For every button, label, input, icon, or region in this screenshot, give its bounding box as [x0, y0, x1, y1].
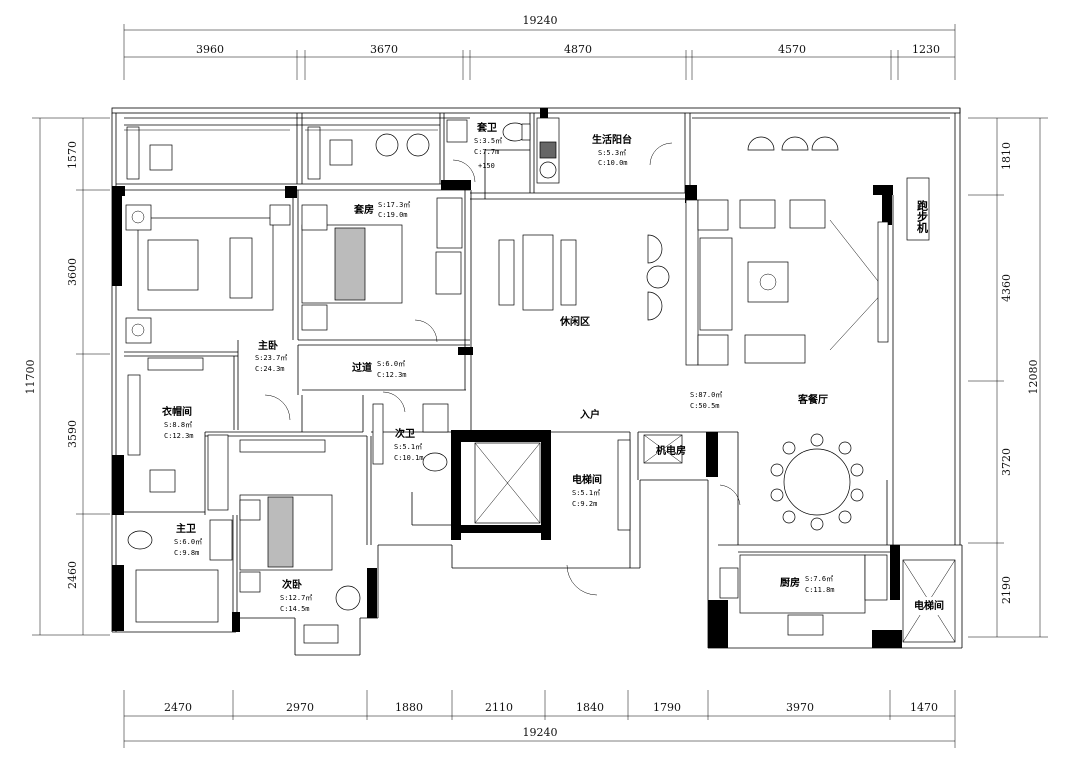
dim-bottom-2: 2970: [286, 701, 314, 714]
door-swings: [264, 142, 741, 596]
room-perimeter: C:9.8m: [174, 549, 199, 557]
wall-columns: [112, 108, 902, 648]
room-name: 生活阳台: [592, 133, 632, 146]
dim-bottom-8: 1470: [910, 701, 938, 714]
room-perimeter: C:12.3m: [377, 371, 407, 379]
dimension-right: 12080 1810 4360 3720 2190: [968, 117, 1048, 638]
room-area: S:5.1㎡: [394, 443, 422, 451]
dimension-bottom: 2470 2970 1880 2110 1840 1790 3970 1470 …: [123, 690, 956, 748]
room-name: 主卫: [176, 522, 196, 535]
room-suite: 套房 S:17.3㎡ C:19.0m: [353, 201, 410, 219]
room-area: S:6.0㎡: [174, 538, 202, 546]
dim-left-3: 3590: [66, 420, 79, 448]
room-entrance: 入户: [580, 408, 600, 421]
dim-left-4: 2460: [66, 561, 79, 589]
room-name: 入户: [580, 408, 600, 421]
room-living: S:87.0㎡ C:50.5m 客餐厅: [690, 391, 828, 410]
room-perimeter: C:10.1m: [394, 454, 424, 462]
dim-left-1: 1570: [66, 141, 79, 169]
dim-bottom-6: 1790: [653, 701, 681, 714]
dim-bottom-1: 2470: [164, 701, 192, 714]
room-area: S:17.3㎡: [378, 201, 410, 209]
room-extra: +150: [478, 162, 495, 170]
room-area: S:8.8㎡: [164, 421, 192, 429]
room-name: 过道: [352, 361, 372, 374]
dim-bottom-7: 3970: [786, 701, 814, 714]
room-perimeter: C:24.3m: [255, 365, 285, 373]
room-perimeter: C:14.5m: [280, 605, 310, 613]
room-kitchen: 厨房 S:7.6㎡ C:11.8m: [780, 575, 835, 594]
room-area: S:87.0㎡: [690, 391, 722, 399]
room-area: S:23.7㎡: [255, 354, 287, 362]
furniture: [124, 117, 956, 644]
room-perimeter: C:10.0m: [598, 159, 628, 167]
room-elevator: 电梯间: [914, 599, 944, 612]
room-leisure: 休闲区: [559, 315, 590, 328]
room-perimeter: C:11.8m: [805, 586, 835, 594]
room-elevator-hall: 电梯间 S:5.1㎡ C:9.2m: [572, 473, 602, 508]
room-master-bath: 主卫 S:6.0㎡ C:9.8m: [174, 522, 202, 557]
interior-partitions: [124, 113, 894, 632]
room-name: 机电房: [656, 444, 686, 457]
room-name: 套房: [353, 203, 374, 216]
room-corridor: 过道 S:6.0㎡ C:12.3m: [352, 360, 407, 379]
room-perimeter: C:12.3m: [164, 432, 194, 440]
dim-right-4: 2190: [1000, 576, 1013, 604]
dim-right-3: 3720: [1000, 448, 1013, 476]
dim-left-2: 3600: [66, 258, 79, 286]
room-perimeter: C:19.0m: [378, 211, 408, 219]
dimension-left: 11700 1570 3600 3590 2460: [24, 117, 110, 636]
room-area: S:5.1㎡: [572, 489, 600, 497]
room-master: 主卧 S:23.7㎡ C:24.3m: [255, 339, 287, 373]
room-machine: 机电房: [656, 444, 686, 457]
dim-top-5: 1230: [912, 43, 940, 56]
dim-right-2: 4360: [1000, 274, 1013, 302]
room-utility-balcony: 生活阳台 S:5.3㎡ C:10.0m: [592, 133, 632, 167]
room-name: 次卧: [282, 578, 302, 591]
room-name: 跑步机: [916, 199, 929, 234]
dim-right-total: 12080: [1027, 360, 1040, 395]
room-suite-bath: 套卫 S:3.5㎡ C:7.7m +150: [474, 121, 502, 170]
room-name: 次卫: [395, 427, 415, 440]
dim-right-1: 1810: [1000, 142, 1013, 170]
dim-bottom-3: 1880: [395, 701, 423, 714]
room-area: S:7.6㎡: [805, 575, 833, 583]
dim-top-2: 3670: [370, 43, 398, 56]
room-name: 套卫: [476, 121, 497, 134]
room-name: 客餐厅: [797, 393, 828, 406]
room-perimeter: C:50.5m: [690, 402, 720, 410]
dim-top-1: 3960: [196, 43, 224, 56]
room-perimeter: C:7.7m: [474, 148, 499, 156]
room-treadmill: 跑步机: [916, 199, 929, 234]
dim-top-3: 4870: [564, 43, 592, 56]
room-name: 主卧: [258, 339, 278, 352]
dim-top-total: 19240: [523, 14, 558, 27]
dim-bottom-4: 2110: [485, 701, 513, 714]
room-name: 电梯间: [572, 473, 602, 486]
room-name: 电梯间: [914, 599, 944, 612]
room-name: 衣帽间: [162, 405, 192, 418]
dim-bottom-total: 19240: [523, 726, 558, 739]
room-area: S:5.3㎡: [598, 149, 626, 157]
dim-left-total: 11700: [24, 360, 37, 395]
room-name: 休闲区: [559, 315, 590, 328]
room-cloak: 衣帽间 S:8.8㎡ C:12.3m: [162, 405, 194, 440]
dim-bottom-5: 1840: [576, 701, 604, 714]
dimension-top: 19240 3960 3670 4870 4570 1230: [123, 14, 956, 80]
room-area: S:6.0㎡: [377, 360, 405, 368]
room-second-bed: 次卧 S:12.7㎡ C:14.5m: [280, 578, 312, 613]
room-second-bath: 次卫 S:5.1㎡ C:10.1m: [394, 427, 424, 462]
room-area: S:3.5㎡: [474, 137, 502, 145]
room-perimeter: C:9.2m: [572, 500, 597, 508]
room-area: S:12.7㎡: [280, 594, 312, 602]
dim-top-4: 4570: [778, 43, 806, 56]
room-name: 厨房: [780, 576, 800, 589]
